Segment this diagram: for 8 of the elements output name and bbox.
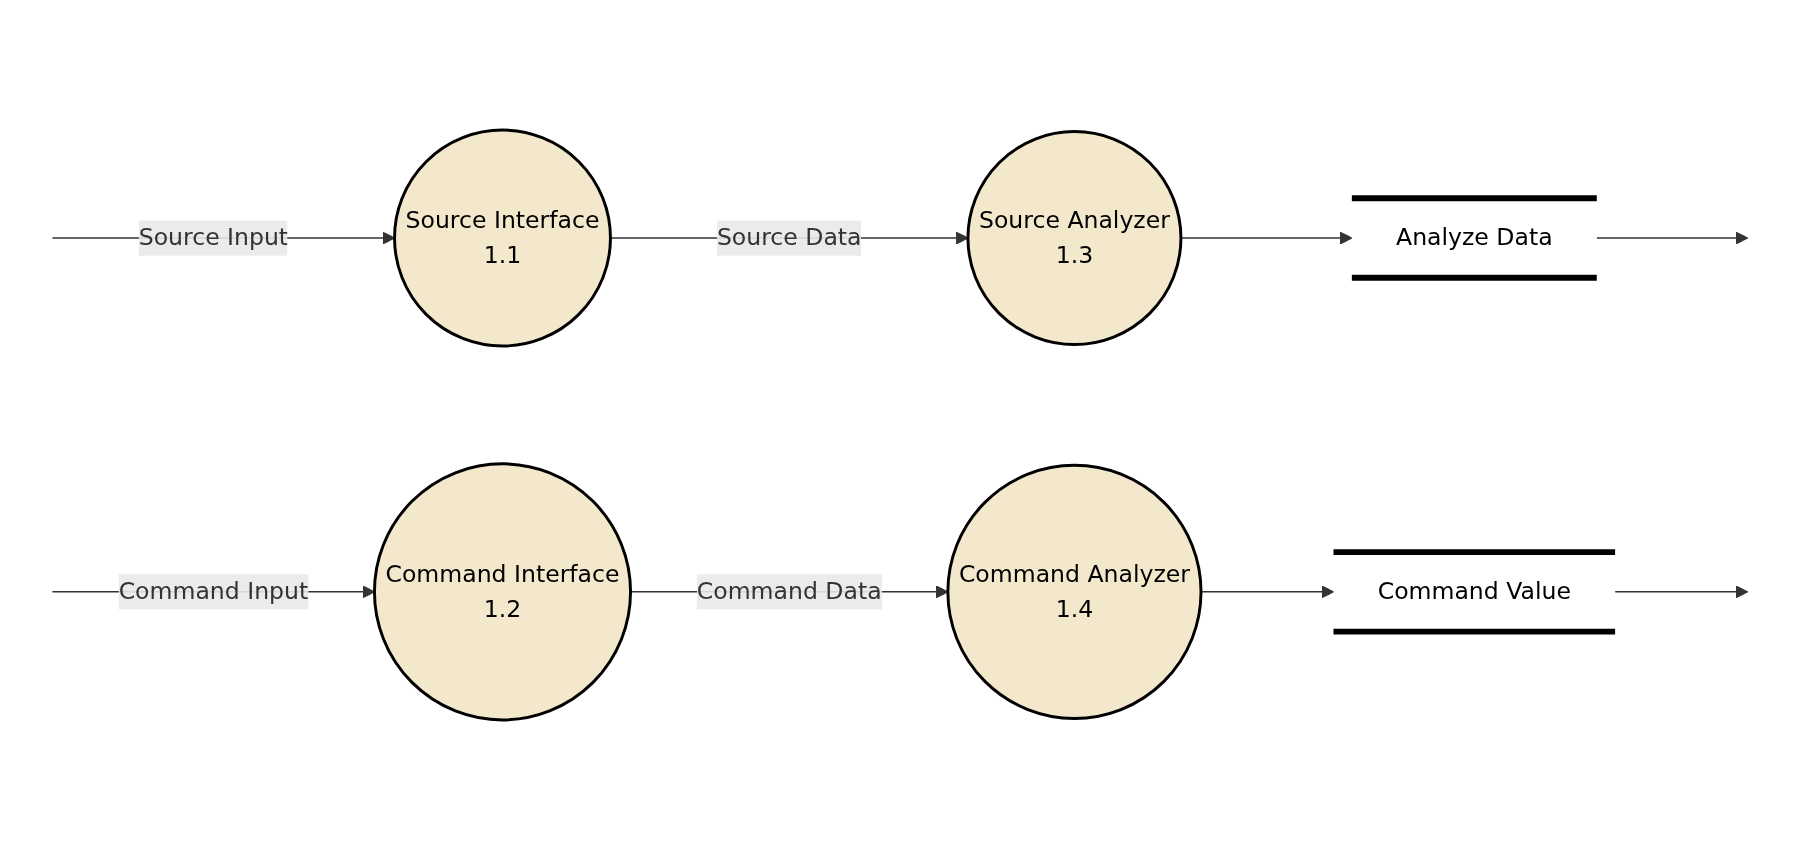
edge-label: Command Input xyxy=(118,577,309,606)
node-circle: Command Interface 1.2 xyxy=(372,462,632,722)
edge-label: Command Data xyxy=(696,577,882,606)
node-circle: Source Analyzer 1.3 xyxy=(966,130,1183,347)
node-circle: Source Interface 1.1 xyxy=(393,128,612,348)
edge-label: Source Data xyxy=(716,223,862,252)
edge-label: Source Input xyxy=(138,223,289,252)
node-circle: Command Analyzer 1.4 xyxy=(946,463,1203,720)
